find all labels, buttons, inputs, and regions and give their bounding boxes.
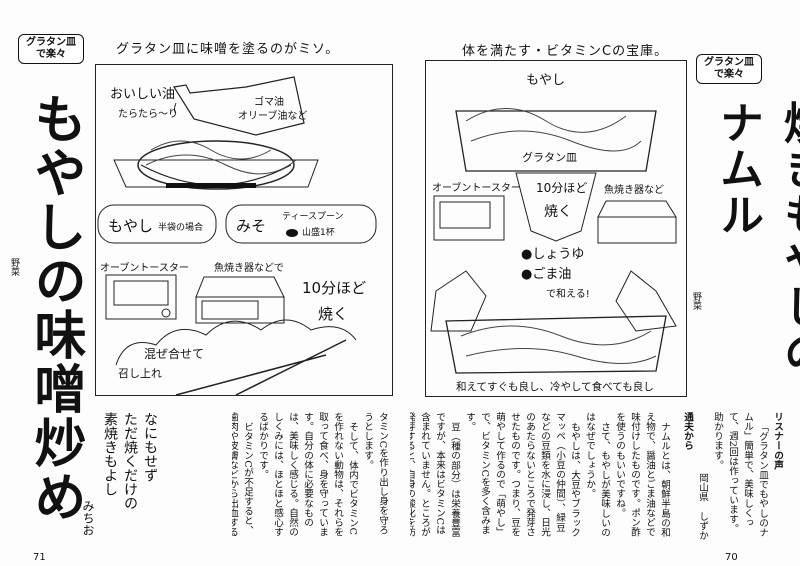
dish-label: グラタン皿 <box>522 151 577 164</box>
handwritten-note: なにもせず ただ焼くだけの 素焼きもよし <box>100 412 160 542</box>
paragraph: タミンCを作り出し身を守ろうとします。 <box>362 412 388 535</box>
listener-voice-heading: リスナーの声 <box>772 412 783 470</box>
author-heading: 通夫から <box>682 412 693 451</box>
note-line: 素焼きもよし <box>102 412 118 496</box>
seasoning-soy-sauce: ●しょうゆ <box>521 247 585 262</box>
page-number: 70 <box>725 552 738 563</box>
dish-drawing <box>97 76 377 396</box>
mix-label: で和える! <box>546 289 590 300</box>
signature: みちお <box>81 500 95 536</box>
oil-label: おいしい油 <box>110 87 176 102</box>
listener-name: 岡山県 しずか <box>697 472 708 540</box>
left-page: グラタン皿で楽々 もやしの味噌炒め 野菜 グラタン皿に味噌を塗るのがミソ。 <box>9 34 393 563</box>
toaster-label: オーブントースター <box>432 183 521 194</box>
category-label: 野菜 <box>691 292 701 310</box>
miso-label: みそ <box>236 217 267 235</box>
bottle-label-olive: オリーブ油など <box>238 111 308 122</box>
paragraph: さて、もやしが美味しいのはなぜでしょうか。 <box>584 412 610 537</box>
recipe-title: もやしの味噌炒め <box>25 92 86 524</box>
paragraph: ビタミンCが不足すると、歯肉や皮膚などから出血する壊血病や、シミ・ソバカス・疲れ… <box>232 412 253 537</box>
moyashi-amount-note: 半袋の場合 <box>158 223 204 233</box>
listener-quote: 「グラタン皿でもやしのナムル」簡単で、美味しくって、週2回は作っています。助かり… <box>712 412 768 537</box>
note-line: ただ焼くだけの <box>122 412 138 510</box>
recipe-illustration: おいしい油 たらたら〜り ゴマ油 オリーブ油など もやし 半袋の場合 みそ ティ… <box>95 64 393 396</box>
paragraph: そして、体内でビタミンCを作れない動物は、それらを取って食べ、身を守っています。… <box>257 412 358 537</box>
moyashi-label: もやし <box>526 73 566 88</box>
bake-label: 焼く <box>318 305 349 323</box>
article-body: リスナーの声 「グラタン皿でもやしのナムル」簡単で、美味しくって、週2回は作って… <box>410 412 785 540</box>
time-label: 10分ほど <box>536 181 588 195</box>
mix-label: 混ぜ合せて <box>144 347 205 361</box>
paragraph: 豆（種の部分）は栄養豊富ですが、本来はビタミンCは含まれていません。ところが発芽… <box>410 412 460 537</box>
grill-label: 魚焼き器などで <box>214 263 284 274</box>
recipe-illustration: もやし グラタン皿 オーブントースター 10分ほど 焼く 魚焼き器など ●しょう… <box>425 60 687 397</box>
page-number: 71 <box>33 552 46 563</box>
moyashi-label: もやし <box>108 217 154 235</box>
paragraph: ナムルとは、朝鮮半島の和え物で、醤油とごま油などで味付けしたものです。ポン酢を使… <box>614 412 670 537</box>
time-label: 10分ほど <box>302 279 367 297</box>
article-body: タミンCを作り出し身を守ろうとします。 そして、体内でビタミンCを作れない動物は… <box>232 412 390 540</box>
note-line: なにもせず <box>142 412 158 482</box>
category-label: 野菜 <box>9 258 19 276</box>
toaster-label: オーブントースター <box>100 263 189 274</box>
illustration-caption: 体を満たす・ビタミンCの宝庫。 <box>462 44 669 59</box>
spoon-amount: 山盛1杯 <box>302 228 335 238</box>
category-badge: グラタン皿で楽々 <box>696 54 762 84</box>
dish-drawing <box>430 108 677 374</box>
grill-label: 魚焼き器など <box>604 185 664 196</box>
bottle-label-sesame: ゴマ油 <box>254 97 284 108</box>
bake-label: 焼く <box>544 204 572 220</box>
illustration-caption: グラタン皿に味噌を塗るのがミソ。 <box>116 42 340 57</box>
paragraph: もやしは、大豆やブラックマッペ（小豆の仲間）、緑豆などの豆類を水に浸し、日光のあ… <box>464 412 580 537</box>
category-badge: グラタン皿で楽々 <box>18 34 84 64</box>
oil-sub-label: たらたら〜り <box>118 109 178 120</box>
serving-caption: 和えてすぐも良し、冷やして食べても良し <box>456 381 654 393</box>
right-page: 体を満たす・ビタミンCの宝庫。 グラタン皿で楽々 焼きもやしのナムル 野菜 もや… <box>400 0 800 566</box>
spoon-label: ティースプーン <box>282 212 344 222</box>
serve-label: 召し上れ <box>118 367 162 380</box>
seasoning-sesame-oil: ●ごま油 <box>521 267 572 282</box>
recipe-title: 焼きもやしのナムル <box>712 100 800 376</box>
